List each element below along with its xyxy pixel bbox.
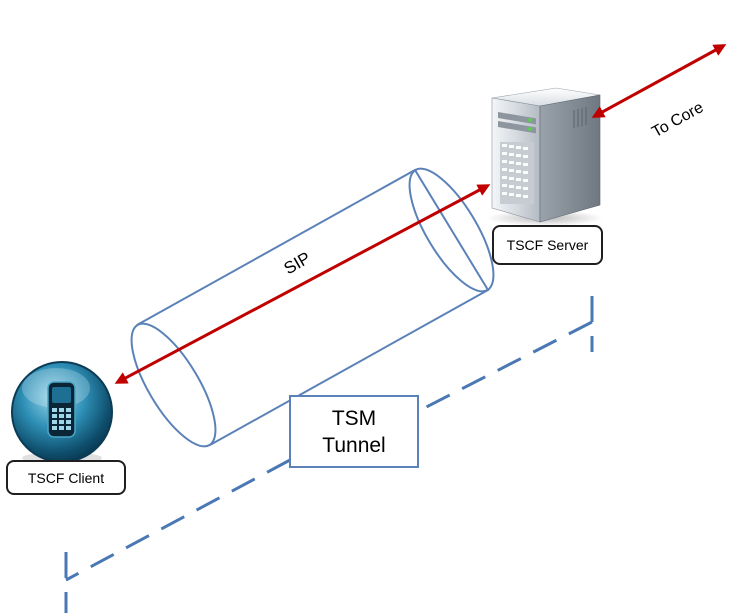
to-core-arrow: [591, 44, 727, 118]
mobile-phone-icon: [11, 361, 113, 464]
server-label-box: TSCF Server: [492, 225, 603, 265]
sip-label: SIP: [281, 248, 314, 278]
to-core-label: To Core: [649, 99, 706, 141]
tsm-tunnel-bracket: [64, 296, 594, 613]
client-label: TSCF Client: [28, 470, 104, 486]
server-tower-icon: [487, 87, 603, 226]
server-label: TSCF Server: [507, 237, 589, 253]
tsm-label-line2: Tunnel: [322, 434, 385, 457]
sip-arrow: [114, 184, 491, 384]
client-label-box: TSCF Client: [6, 460, 126, 495]
tsm-tunnel-box: TSM Tunnel: [289, 395, 419, 468]
tunnel-near-end: [130, 322, 217, 448]
tsm-label-line1: TSM: [332, 407, 376, 430]
